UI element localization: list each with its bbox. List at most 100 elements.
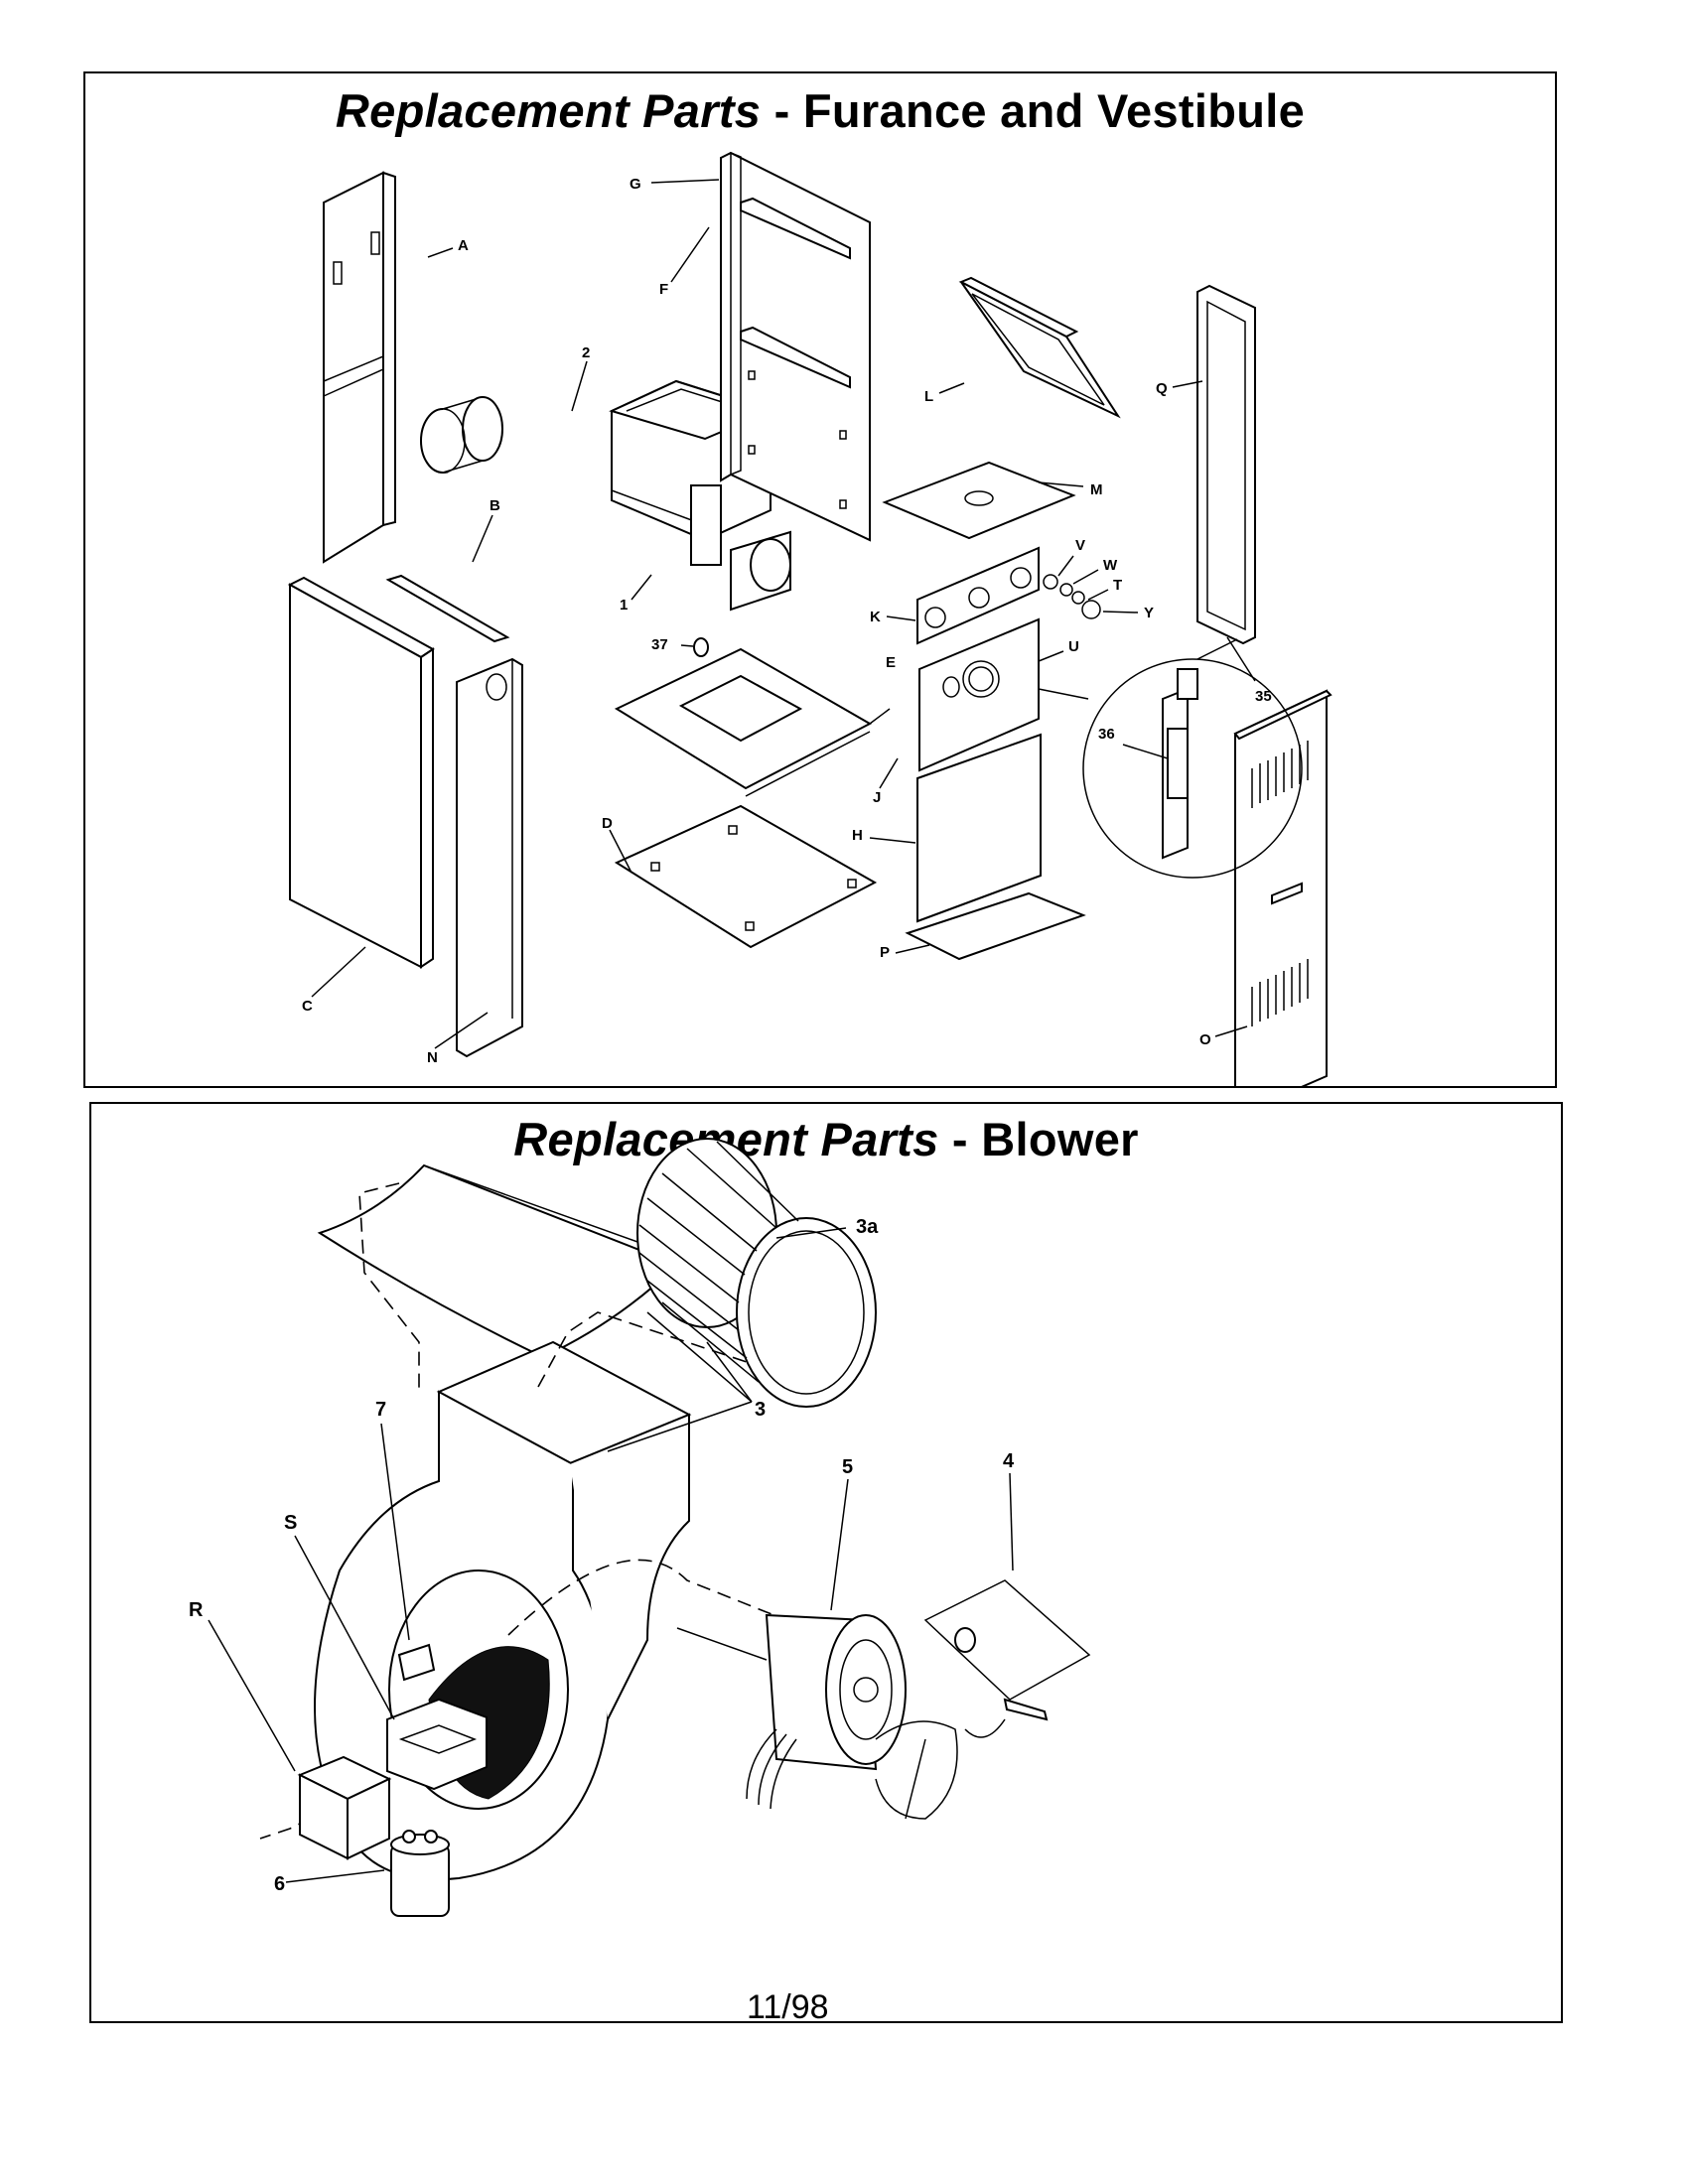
svg-text:C: C [302, 998, 313, 1015]
svg-text:P: P [880, 944, 890, 961]
footer-date: 11/98 [747, 1988, 829, 2026]
blower-title-rest: Blower [981, 1113, 1139, 1165]
svg-text:V: V [1075, 537, 1085, 554]
callout-j: J [873, 757, 899, 806]
part-h-panel [916, 733, 1042, 923]
svg-text:3a: 3a [856, 1216, 879, 1238]
svg-text:G: G [630, 176, 641, 193]
callout-b: B [472, 497, 500, 563]
svg-text:S: S [284, 1512, 297, 1534]
callout-4: 4 [1003, 1450, 1015, 1571]
callout-r: R [189, 1599, 296, 1772]
part-k-panel [916, 546, 1040, 645]
svg-text:7: 7 [375, 1399, 386, 1421]
part-p-filter [905, 891, 1086, 961]
svg-text:O: O [1199, 1031, 1211, 1048]
callout-p: P [880, 944, 930, 961]
callout-y: Y [1102, 605, 1154, 621]
blower-panel: Replacement Parts - Blower [89, 1102, 1563, 2023]
callout-2: 2 [571, 344, 590, 412]
part-2-inducer [420, 396, 503, 474]
part-6-capacitor [390, 1830, 450, 1917]
part-b-bar [385, 574, 510, 643]
svg-text:T: T [1113, 577, 1122, 594]
part-o-door [1233, 689, 1333, 1086]
svg-text:A: A [458, 237, 469, 254]
furnace-title-italic: Replacement Parts [335, 84, 762, 137]
svg-text:37: 37 [651, 636, 668, 653]
svg-text:2: 2 [582, 344, 590, 361]
svg-text:U: U [1068, 638, 1079, 655]
callout-s: S [284, 1512, 395, 1720]
callout-u: U [1038, 638, 1079, 662]
part-7-terminal [397, 1643, 436, 1682]
svg-text:K: K [870, 609, 881, 625]
svg-text:35: 35 [1255, 688, 1272, 705]
part-n-panel [456, 657, 523, 1058]
callout-k: K [870, 609, 916, 625]
callout-o: O [1199, 1025, 1248, 1048]
part-e-tray [614, 647, 873, 797]
furnace-vestibule-panel: Replacement Parts - Furance and Vestibul… [83, 71, 1557, 1088]
callout-6: 6 [274, 1869, 385, 1895]
svg-text:M: M [1090, 481, 1103, 498]
svg-text:3: 3 [755, 1399, 766, 1421]
svg-text:F: F [659, 281, 668, 298]
svg-text:E: E [886, 654, 896, 671]
part-s-bracket [386, 1698, 488, 1791]
blower-title-sep: - [938, 1113, 982, 1165]
callout-q: Q [1156, 380, 1203, 397]
callout-n: N [427, 1012, 489, 1066]
callout-3a: 3a [775, 1216, 879, 1239]
callout-t: T [1087, 577, 1122, 601]
blower-cutoff-plate [317, 1163, 680, 1359]
part-3a-blower-wheel [636, 1138, 877, 1408]
svg-text:1: 1 [620, 597, 628, 614]
furnace-title-rest: Furance and Vestibule [802, 84, 1306, 137]
callout-f: F [659, 226, 710, 298]
callout-l: L [924, 382, 965, 405]
callout-35: 35 [1226, 636, 1272, 705]
svg-text:N: N [427, 1049, 438, 1066]
part-37-sensor [680, 637, 709, 657]
part-g-panel [720, 151, 871, 542]
blower-exploded-diagram: 3a 3 4 5 6 7 S R [189, 1138, 1091, 1917]
svg-text:W: W [1103, 557, 1118, 574]
callout-m: M [1038, 481, 1103, 498]
svg-text:H: H [852, 827, 863, 844]
svg-text:J: J [873, 789, 881, 806]
callout-g: G [630, 176, 720, 193]
callout-1: 1 [620, 574, 652, 614]
callout-h: H [852, 827, 916, 844]
callout-5: 5 [830, 1456, 853, 1611]
part-5-motor [676, 1613, 907, 1810]
part-4-motor-mount [875, 1579, 1091, 1820]
svg-text:Y: Y [1144, 605, 1154, 621]
callout-c: C [302, 946, 366, 1015]
svg-text:6: 6 [274, 1873, 285, 1895]
part-q-frame [1196, 284, 1256, 645]
callout-3: 3 [607, 1311, 766, 1452]
svg-text:Q: Q [1156, 380, 1168, 397]
part-m-plate [882, 461, 1076, 540]
callout-e: E [869, 654, 896, 725]
part-r-box [297, 1755, 392, 1860]
svg-text:B: B [490, 497, 500, 514]
part-j-panel [918, 617, 1040, 772]
detail-circle-35-36 [1082, 638, 1303, 879]
parts-v-w-t-y-rings [1043, 574, 1101, 619]
furnace-exploded-diagram: A B C D E F G H J K L M N O P Q T U V W … [287, 151, 1333, 1086]
callout-37: 37 [651, 636, 668, 653]
callout-w: W [1072, 557, 1118, 585]
svg-text:L: L [924, 388, 933, 405]
part-l-frame [958, 276, 1121, 419]
callout-v: V [1057, 537, 1085, 577]
furnace-panel-title: Replacement Parts - Furance and Vestibul… [85, 83, 1555, 138]
part-a-panel [323, 171, 396, 564]
part-c-panel [287, 576, 435, 969]
part-d-base [614, 804, 878, 949]
callout-7: 7 [375, 1399, 410, 1641]
furnace-title-sep: - [761, 84, 803, 137]
svg-text:36: 36 [1098, 726, 1115, 743]
svg-text:R: R [189, 1599, 204, 1621]
